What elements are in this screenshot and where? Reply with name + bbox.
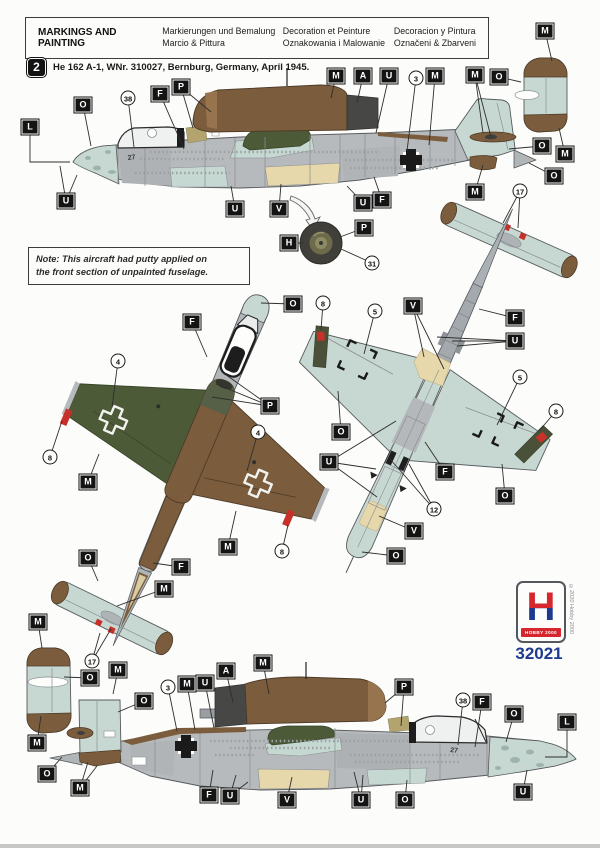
tailplane-piece-lower-left [50, 580, 174, 656]
scheme-caption-row: 2 He 162 A-1, WNr. 310027, Bernburg, Ger… [26, 57, 310, 78]
scheme-number-badge: 2 [26, 57, 47, 78]
top-view-illustration [59, 294, 330, 647]
side-profile-right-illustration: 27 [49, 662, 577, 791]
header-lang-de: Markierungen und Bemalung [162, 26, 276, 37]
balkenkreuz-side-right [175, 735, 197, 758]
balkenkreuz-underside-wings [336, 339, 525, 447]
header-lang-fr: Decoration et Peinture [282, 26, 371, 37]
nose-number-text: 27 [127, 154, 136, 162]
header-lang-it: Marcio & Pittura [162, 38, 225, 48]
kit-number: 32021 [515, 644, 563, 663]
hobby2000-logo: H HOBBY 2000 [516, 581, 566, 643]
rudder-piece-top-right [514, 57, 568, 133]
logo-h-glyph: H [527, 585, 556, 627]
note-line-2: the front section of unpainted fuselage. [36, 266, 209, 277]
note-line-1: Note: This aircraft had putty applied on [36, 254, 208, 264]
copyright-text: ©2020 Hobby 2000 [568, 584, 574, 635]
underside-view-illustration [299, 208, 553, 573]
balkenkreuz-top-wings [98, 404, 273, 499]
scheme-caption: He 162 A-1, WNr. 310027, Bernburg, Germa… [53, 62, 310, 73]
scan-edge-strip [0, 844, 600, 848]
wheel-detail-illustration [289, 195, 343, 265]
rudder-piece-bottom-left [26, 647, 72, 734]
putty-note-box: Note: This aircraft had putty applied on… [28, 247, 250, 285]
header-lang-es: Decoracion y Pintura [393, 26, 476, 37]
fin-piece-bottom [66, 699, 122, 767]
side-profile-left-illustration: 27 [72, 68, 537, 189]
balkenkreuz-side-left [400, 149, 422, 171]
header-lang-cz: Označeni & Zbarveni [393, 38, 477, 48]
header-title: MARKINGS AND PAINTING [38, 27, 117, 49]
svg-text:H: H [527, 585, 556, 627]
logo-wordmark: HOBBY 2000 [521, 628, 561, 637]
markings-header-box: MARKINGS AND PAINTING Markierungen und B… [25, 17, 489, 59]
tailplane-piece-upper-right [440, 201, 578, 279]
nose-number-text: 27 [450, 747, 459, 755]
header-lang-pl: Oznakowania i Malowanie [282, 38, 385, 48]
